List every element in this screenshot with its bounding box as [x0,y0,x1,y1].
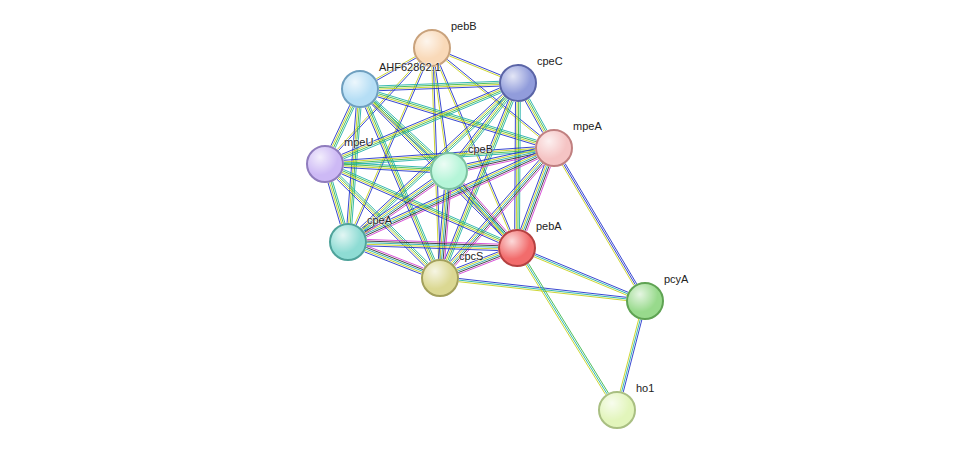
evidence-line [328,183,340,225]
evidence-line [330,182,342,224]
evidence-line [623,320,642,392]
protein-node: pebA [498,229,536,267]
protein-label: cpeA [367,213,392,227]
interaction-edge [446,59,540,136]
evidence-line [362,179,432,228]
evidence-line [366,249,423,271]
protein-label: cpcS [459,249,483,263]
evidence-line [527,264,607,394]
interaction-edge [449,54,500,76]
interaction-edge [459,183,507,236]
evidence-line [379,86,499,91]
evidence-line [459,282,626,301]
interaction-edge [620,319,642,392]
evidence-line [459,279,626,298]
evidence-line [562,165,634,285]
evidence-line [535,254,628,292]
protein-label: pcyA [664,272,688,286]
interaction-edge [379,81,499,90]
evidence-line [528,99,546,131]
protein-node: ho1 [598,391,636,429]
evidence-line [378,95,536,143]
protein-node: cpcS [421,259,459,297]
evidence-line [343,171,500,240]
protein-label: mpeU [344,135,373,149]
evidence-line [435,67,447,152]
evidence-line [528,263,608,393]
evidence-line [364,183,434,232]
evidence-line [526,265,606,395]
protein-label: AHF62862.1 [379,60,441,74]
interaction-edge [362,179,436,233]
interaction-edge [525,98,547,132]
evidence-line [449,56,500,77]
evidence-line [365,252,422,274]
protein-node: mpeU [306,145,344,183]
evidence-line [529,98,547,130]
evidence-line [565,164,637,284]
evidence-line [564,164,636,284]
protein-label: cpeC [537,54,563,68]
protein-label: pebA [536,219,562,233]
evidence-line [462,185,505,234]
interaction-edge [344,163,430,173]
evidence-line [461,98,507,156]
interaction-edge [328,182,345,225]
evidence-line [367,246,424,268]
interaction-edge [562,164,636,286]
evidence-line [525,101,543,133]
evidence-line [620,319,639,391]
protein-label: mpeA [573,119,602,133]
protein-label: ho1 [636,381,654,395]
evidence-line [463,184,506,233]
interaction-edge [365,246,424,274]
evidence-line [365,185,435,234]
evidence-line [376,100,437,156]
interaction-edge [341,169,500,242]
protein-label: pebB [451,19,477,33]
protein-node: cpeA [329,223,367,261]
protein-node: mpeA [535,129,573,167]
protein-node: cpeB [430,152,468,190]
protein-node: pcyA [626,282,664,320]
interaction-edge [367,239,498,250]
evidence-line [460,97,506,155]
evidence-line [365,250,422,272]
evidence-line [364,182,434,231]
evidence-line [363,181,433,230]
evidence-line [450,54,501,75]
evidence-line [367,246,498,251]
evidence-line [446,61,539,137]
evidence-line [333,182,345,224]
evidence-line [366,247,423,269]
evidence-line [459,187,502,236]
protein-node: cpeC [499,64,537,102]
evidence-line [344,167,430,172]
evidence-line [535,255,628,293]
evidence-line [460,186,503,235]
interaction-edge [526,263,609,394]
protein-label: cpeB [468,142,493,156]
evidence-line [447,59,540,135]
evidence-line [341,174,498,243]
evidence-line [527,100,545,132]
protein-node: AHF62862.1 [341,70,379,108]
evidence-line [464,183,507,232]
evidence-line [534,257,627,295]
evidence-line [622,319,641,391]
evidence-line [331,182,343,224]
